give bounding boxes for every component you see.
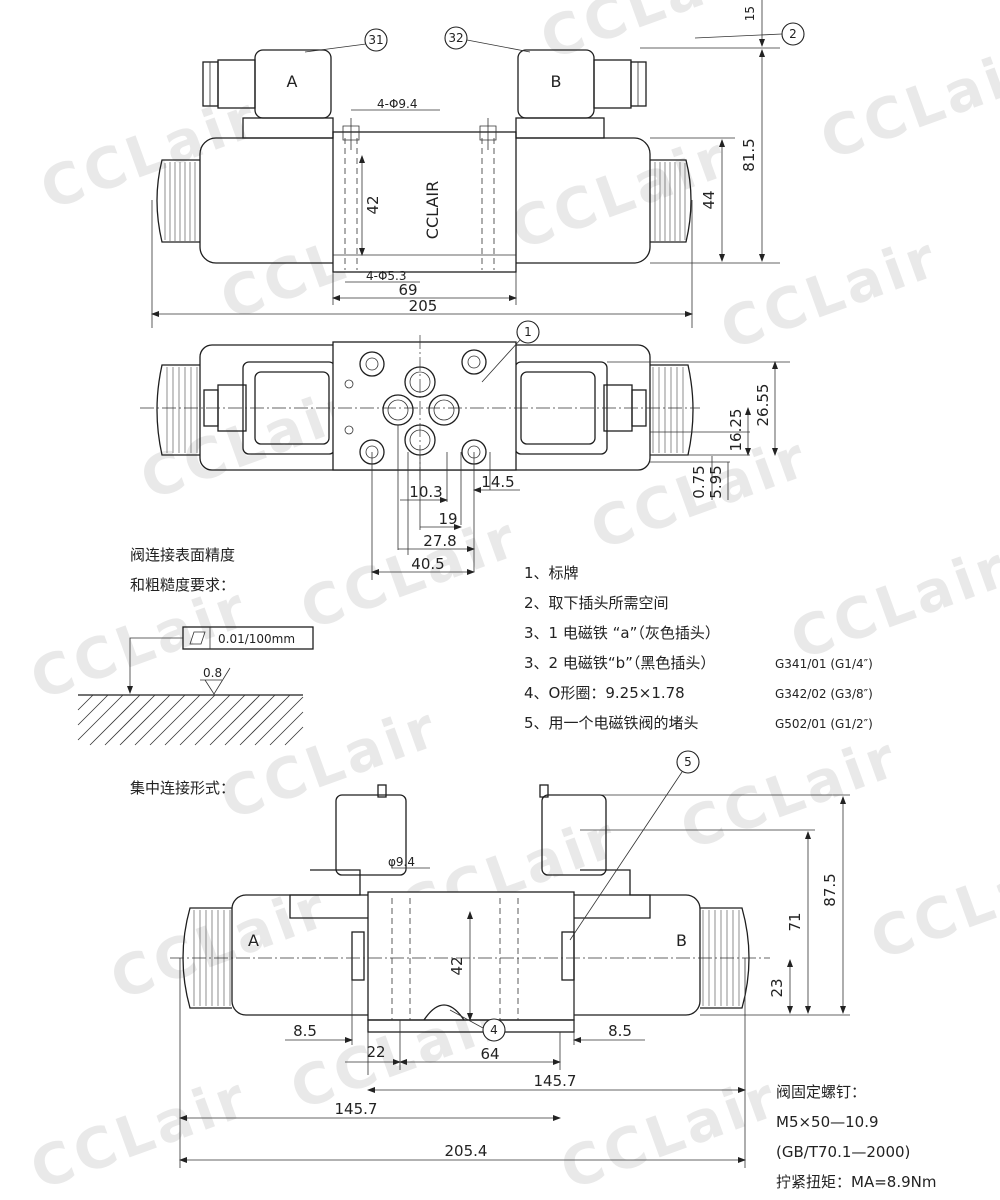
legend-code: G502/01 (G1/2″) [775, 717, 873, 731]
dim-hole-bottom: 4-Φ5.3 [366, 269, 407, 283]
dim-top-15: 15 [743, 6, 757, 21]
watermark: CCLair [673, 725, 908, 864]
roughness-value: 0.8 [203, 666, 222, 680]
dim-central-42: 42 [448, 956, 466, 975]
legend: 1、标牌 2、取下插头所需空间 3、1 电磁铁 “a”（灰色插头） 3、2 电磁… [524, 564, 873, 732]
balloon-4 [482, 1018, 506, 1042]
dim-height-81-5: 81.5 [740, 138, 758, 171]
balloon-31 [364, 28, 388, 52]
screw-line2: M5×50—10.9 [776, 1113, 879, 1131]
plan-view: 1 10.3 14.5 19 27.8 40.5 0.75 5.95 16.25… [140, 320, 790, 580]
balloon-32-text: 32 [448, 31, 463, 45]
watermark: CCLair [783, 535, 1000, 674]
dim-10-3: 10.3 [409, 483, 442, 501]
screw-line4: 拧紧扭矩：MA=8.9Nm [776, 1173, 936, 1191]
balloon-5-text: 5 [684, 755, 692, 769]
surface-title-line1: 阀连接表面精度 [130, 546, 235, 564]
watermark: CCLair [213, 695, 448, 834]
dim-27-8: 27.8 [423, 532, 456, 550]
dim-hole-top: 4-Φ9.4 [377, 97, 418, 111]
knurled-nut-right [650, 159, 692, 243]
dim-145-7-a: 145.7 [534, 1072, 577, 1090]
central-title: 集中连接形式： [130, 779, 235, 797]
dim-26-55: 26.55 [754, 384, 772, 427]
dim-width-205: 205 [409, 297, 438, 315]
dim-central-23: 23 [768, 978, 786, 997]
dim-205-4: 205.4 [445, 1142, 488, 1160]
dim-phi-9-4: φ9.4 [388, 855, 415, 869]
top-view: CCLAIR A B 31 32 2 4-Φ9.4 42 4-Φ5.3 [151, 0, 805, 328]
balloon-1-text: 1 [524, 325, 532, 339]
central-block [367, 891, 575, 1021]
watermark: CCLair [553, 1065, 788, 1200]
surface-title-line2: 和粗糙度要求： [130, 576, 235, 594]
central-view: 集中连接形式： [130, 750, 850, 1168]
watermark: CCLair [813, 35, 1000, 174]
dim-height-42: 42 [364, 195, 382, 214]
legend-item: 3、2 电磁铁“b”（黑色插头） [524, 654, 715, 672]
dim-16-25: 16.25 [727, 409, 745, 452]
central-label-a: A [248, 931, 259, 950]
balloon-1 [516, 320, 540, 344]
dim-central-71: 71 [786, 912, 804, 931]
legend-item: 5、用一个电磁铁阀的堵头 [524, 714, 699, 732]
plug-b-cap [630, 61, 647, 107]
knurled-nut-left [156, 159, 200, 243]
legend-item: 2、取下插头所需空间 [524, 594, 669, 612]
legend-code: G342/02 (G3/8″) [775, 687, 873, 701]
dim-14-5: 14.5 [481, 473, 514, 491]
dim-width-69: 69 [398, 281, 417, 299]
plug-a-cap [202, 61, 219, 107]
coil-base-b [515, 117, 605, 139]
balloon-31-text: 31 [368, 33, 383, 47]
surface-hatch [77, 694, 304, 746]
plug-b [593, 59, 632, 109]
surface-requirement: 阀连接表面精度 和粗糙度要求： 0.01/100mm 0.8 [77, 546, 314, 746]
watermark: CCLair [863, 835, 1000, 974]
dim-64: 64 [480, 1045, 499, 1063]
dim-central-87-5: 87.5 [821, 873, 839, 906]
legend-item: 3、1 电磁铁 “a”（灰色插头） [524, 624, 720, 642]
balloon-4-text: 4 [490, 1023, 498, 1037]
watermark: CCLair [23, 1065, 258, 1200]
watermark: CCLair [33, 85, 268, 224]
dim-5-95: 5.95 [707, 465, 725, 498]
nameplate-text: CCLAIR [423, 181, 442, 239]
dim-right-8-5: 8.5 [608, 1022, 632, 1040]
balloon-2-text: 2 [789, 27, 797, 41]
screw-line3: (GB/T70.1—2000) [776, 1143, 910, 1161]
central-label-b: B [676, 931, 687, 950]
flatness-value: 0.01/100mm [218, 632, 295, 646]
dim-22: 22 [366, 1043, 385, 1061]
solenoid-a-label: A [287, 72, 298, 91]
legend-code: G341/01 (G1/4″) [775, 657, 873, 671]
dim-height-44: 44 [700, 190, 718, 209]
balloon-32 [444, 26, 468, 50]
watermark: CCLair [293, 505, 528, 644]
screw-line1: 阀固定螺钉： [776, 1083, 866, 1101]
dim-left-8-5: 8.5 [293, 1022, 317, 1040]
legend-item: 1、标牌 [524, 564, 579, 582]
solenoid-b-label: B [551, 72, 562, 91]
flatness-icon [189, 631, 206, 645]
legend-item: 4、O形圈：9.25×1.78 [524, 684, 685, 702]
screw-note: 阀固定螺钉： M5×50—10.9 (GB/T70.1—2000) 拧紧扭矩：M… [776, 1083, 936, 1191]
roughness-symbol [204, 667, 231, 695]
dim-145-7-b: 145.7 [335, 1100, 378, 1118]
watermark: CCLair [713, 225, 948, 364]
dim-40-5: 40.5 [411, 555, 444, 573]
balloon-5 [676, 750, 700, 774]
dim-0-75: 0.75 [690, 465, 708, 498]
dim-19: 19 [438, 510, 457, 528]
